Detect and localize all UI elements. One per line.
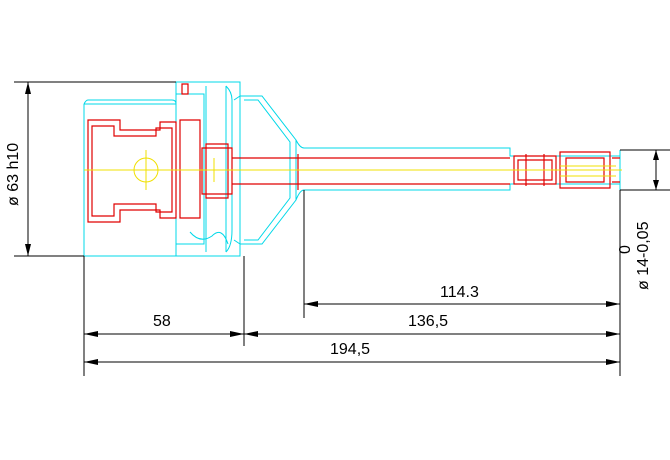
dim-tip-tolerance: 0: [617, 245, 634, 254]
dim-tip-diameter: ø 14-0,05: [635, 221, 652, 290]
dimension-lines: [14, 81, 670, 376]
dim-length-total: 194,5: [330, 341, 370, 358]
section-lines: [87, 83, 620, 223]
dim-length-extension: 136,5: [408, 313, 448, 330]
center-lines: [84, 150, 622, 190]
holder-outline: [83, 81, 621, 257]
dim-diameter-body: ø 63 h10: [5, 143, 22, 206]
dim-length-shank: 114.3: [440, 284, 479, 301]
dim-length-front: 58: [153, 313, 171, 330]
